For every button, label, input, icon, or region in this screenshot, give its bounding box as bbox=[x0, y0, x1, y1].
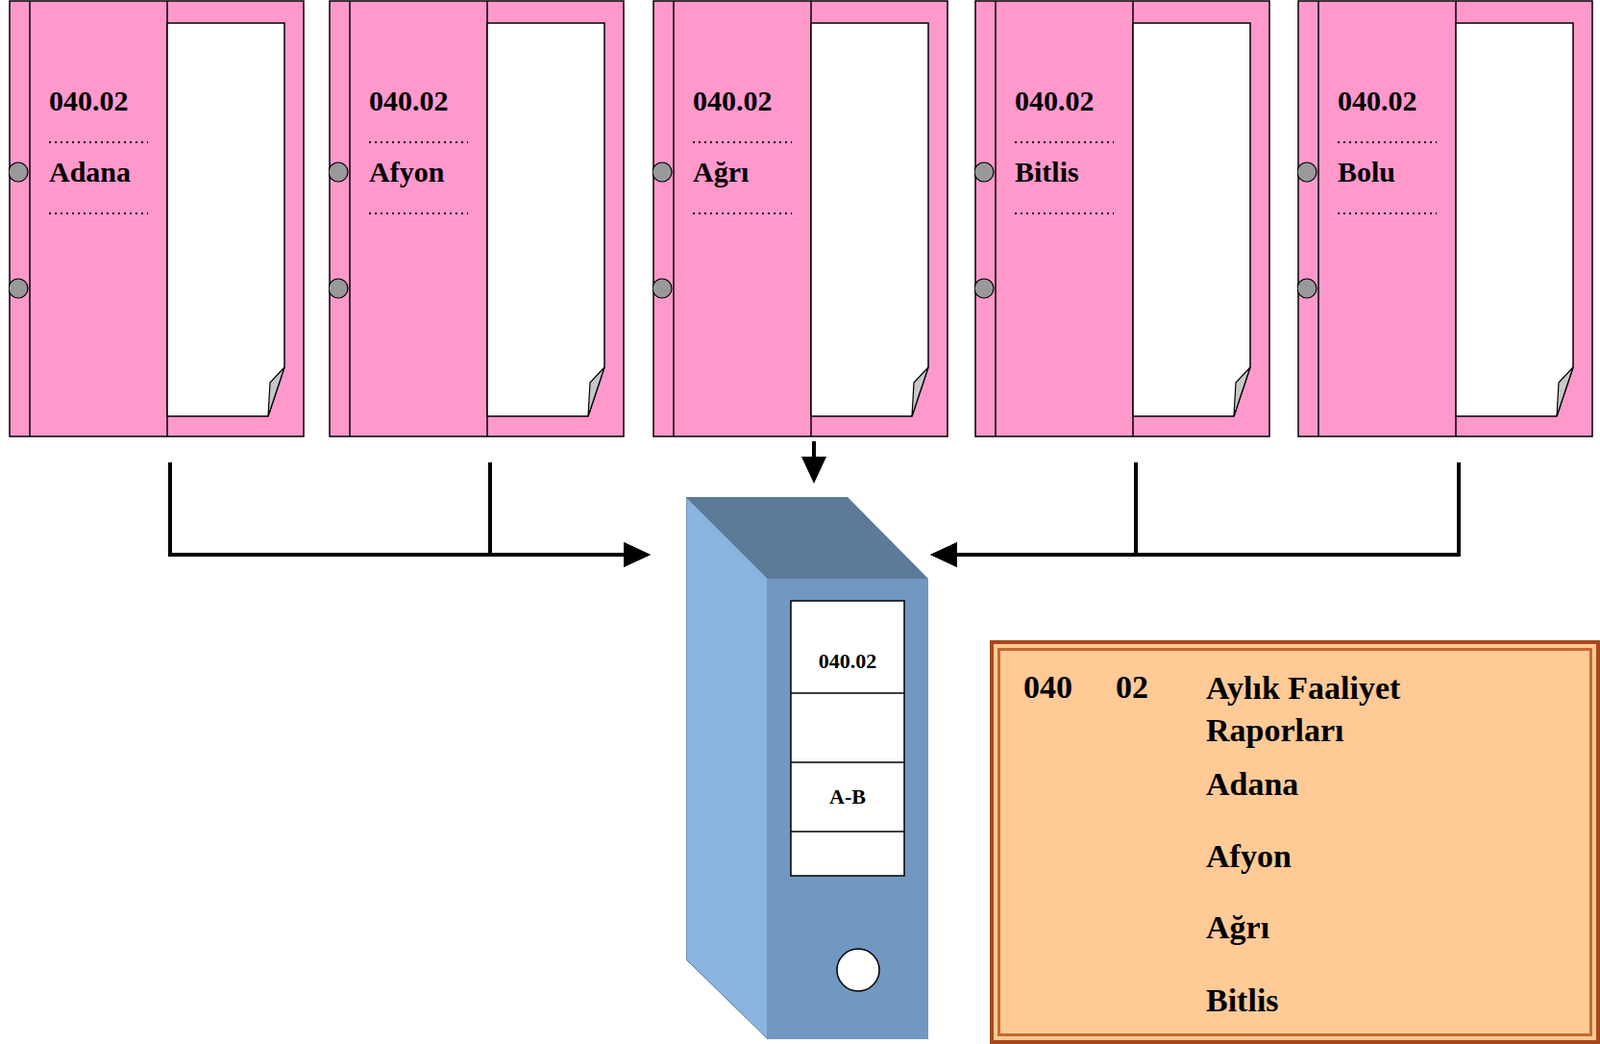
text-holder: 040 bbox=[1023, 666, 1073, 708]
text-holder: 02 bbox=[1115, 666, 1149, 708]
arrow-head bbox=[801, 456, 827, 484]
text-holder: Bitlis bbox=[1206, 980, 1280, 1021]
card-title: Aylık Faaliyet Raporları bbox=[1206, 666, 1495, 752]
merge-arrow bbox=[490, 462, 651, 567]
text-holder: Afyon bbox=[1206, 836, 1292, 877]
merge-arrow bbox=[170, 462, 651, 567]
text-holder: Ağrı bbox=[1206, 907, 1270, 948]
text-holder: A-B bbox=[791, 783, 904, 811]
folder-name: Bitlis bbox=[1014, 153, 1080, 191]
file-code: 040.02 bbox=[1337, 82, 1418, 120]
merge-arrow bbox=[801, 441, 827, 484]
text-holder: 040.02 bbox=[369, 82, 449, 120]
city-name: Ağrı bbox=[1206, 907, 1270, 948]
city-name: Bitlis bbox=[1206, 980, 1280, 1021]
text-holder: Bolu bbox=[1337, 153, 1396, 191]
connector-line bbox=[170, 462, 632, 555]
range-label: A-B bbox=[791, 783, 904, 811]
connector-line bbox=[949, 462, 1136, 555]
file-code: 040.02 bbox=[369, 82, 449, 120]
text-holder: 040.02 bbox=[1337, 82, 1418, 120]
index-card: 040 02 Aylık Faaliyet RaporlarıAdanaAfyonA… bbox=[989, 640, 1600, 1044]
shape-outline bbox=[686, 496, 929, 1044]
connector-line bbox=[949, 462, 1459, 555]
file-folder: 040.02Afyon bbox=[328, 0, 625, 438]
arrow-head bbox=[623, 541, 651, 567]
text-holder: Bitlis bbox=[1014, 153, 1080, 191]
folder-name: Ağrı bbox=[692, 153, 749, 191]
text-holder: 040.02 bbox=[1014, 82, 1095, 120]
text-holder: Adana bbox=[49, 153, 131, 191]
text-holder: 040.02 bbox=[692, 82, 773, 120]
file-code: 040.02 bbox=[49, 82, 129, 120]
shape-outline bbox=[328, 0, 625, 438]
text-holder: Ağrı bbox=[692, 153, 749, 191]
folder-name: Adana bbox=[49, 153, 131, 191]
merge-arrow bbox=[930, 462, 1459, 567]
file-folder: 040.02Ağrı bbox=[652, 0, 949, 438]
file-code: 040.02 bbox=[692, 82, 773, 120]
merge-arrow bbox=[930, 462, 1136, 567]
text-holder: Aylık Faaliyet Raporları bbox=[1206, 666, 1495, 752]
text-holder: Afyon bbox=[369, 153, 444, 191]
folder-name: Bolu bbox=[1337, 153, 1396, 191]
shape-outline bbox=[652, 0, 949, 438]
folder-name: Afyon bbox=[369, 153, 444, 191]
shape-outline bbox=[8, 0, 305, 438]
file-folder: 040.02Bitlis bbox=[974, 0, 1271, 438]
text-holder: 040.02 bbox=[49, 82, 129, 120]
arrow-head bbox=[930, 541, 958, 567]
connector-line bbox=[490, 462, 632, 555]
code-part: 040 bbox=[1023, 666, 1073, 708]
file-folder: 040.02Bolu bbox=[1297, 0, 1594, 438]
arrow-head bbox=[623, 541, 651, 567]
inner-frame bbox=[997, 647, 1593, 1036]
shape-outline bbox=[974, 0, 1271, 438]
file-folder: 040.02Adana bbox=[8, 0, 305, 438]
shape-outline bbox=[1297, 0, 1594, 438]
file-code: 040.02 bbox=[791, 647, 904, 675]
code-part: 02 bbox=[1115, 666, 1149, 708]
city-name: Afyon bbox=[1206, 836, 1292, 877]
text-holder: 040.02 bbox=[791, 647, 904, 675]
archive-binder: 040.02A-B bbox=[686, 496, 929, 1044]
city-name: Adana bbox=[1206, 763, 1299, 805]
file-code: 040.02 bbox=[1014, 82, 1095, 120]
arrow-head bbox=[930, 541, 958, 567]
text-holder: Adana bbox=[1206, 763, 1299, 805]
